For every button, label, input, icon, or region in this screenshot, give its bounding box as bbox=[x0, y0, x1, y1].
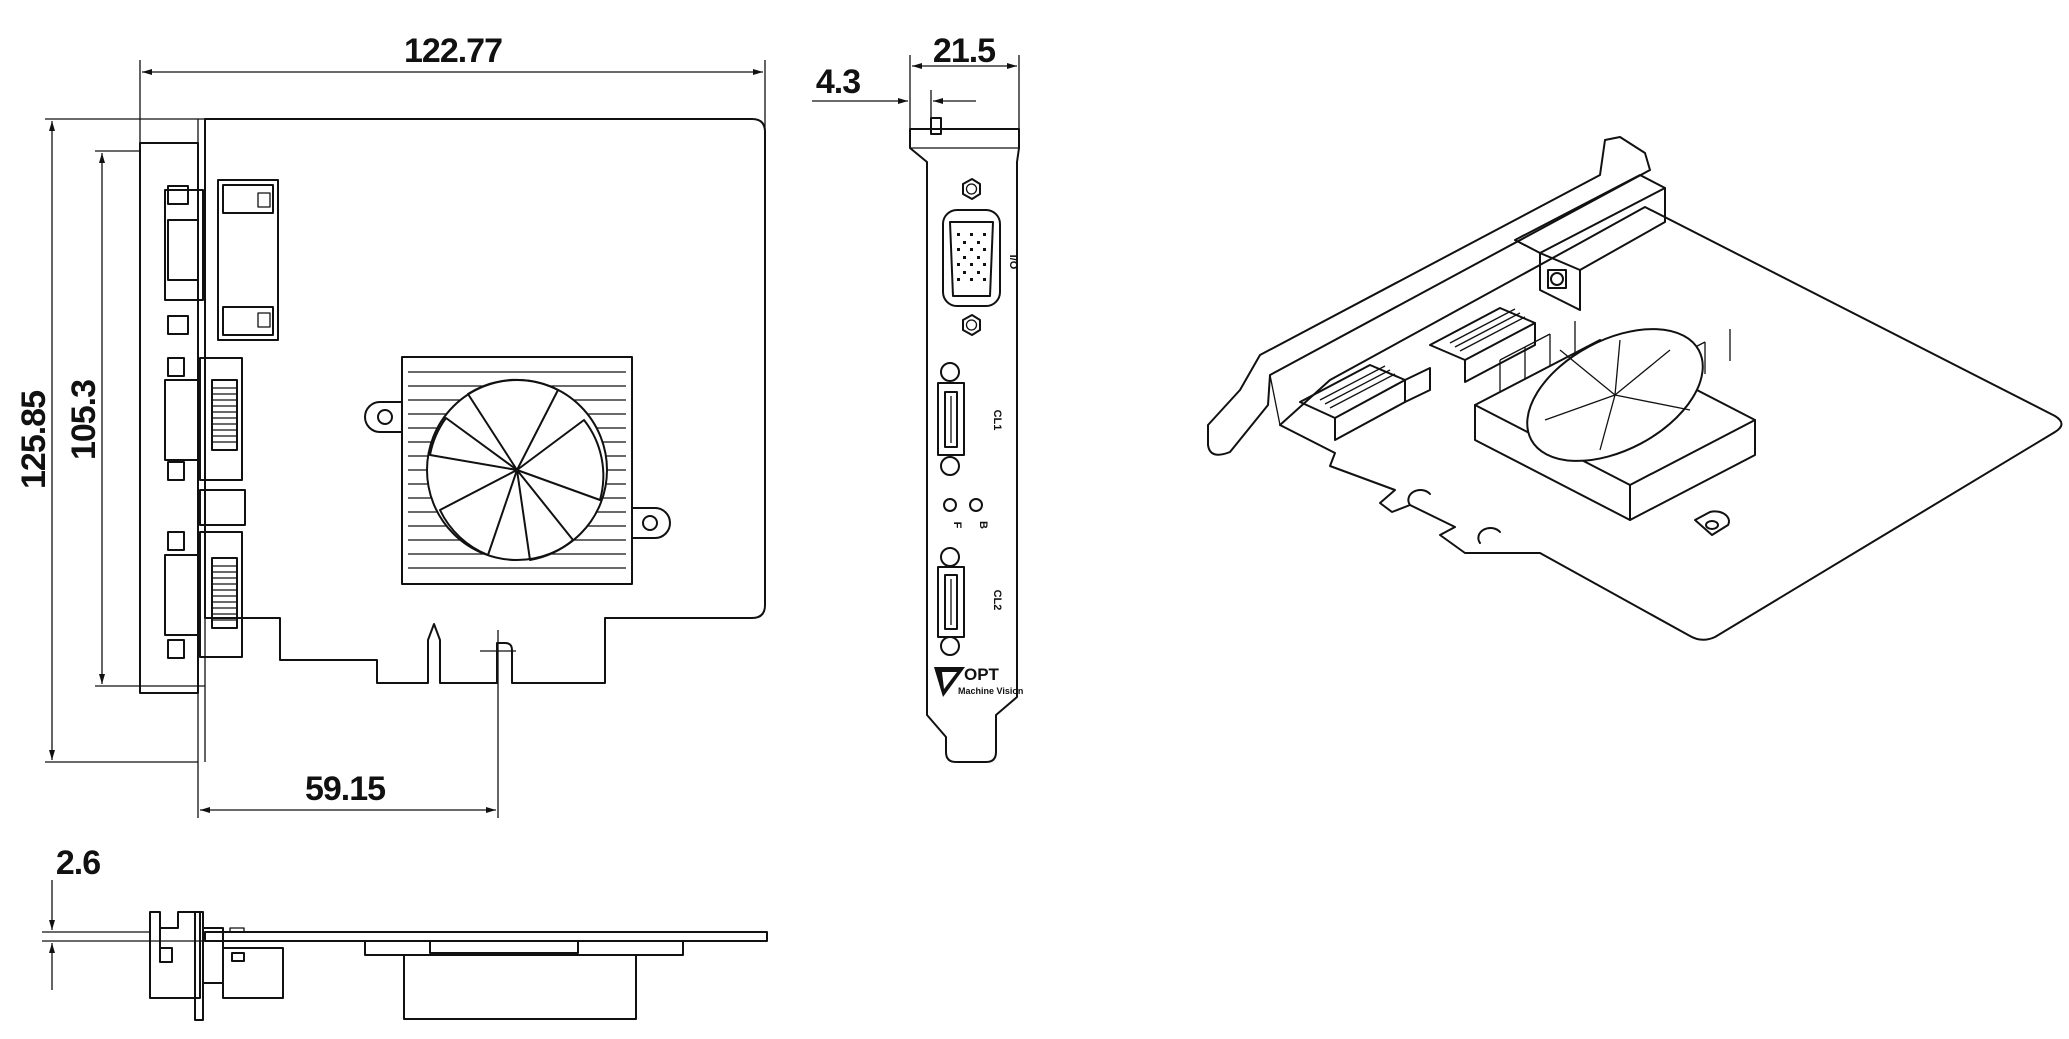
fan-blades bbox=[429, 378, 605, 561]
cl1-connector-bracket: CL1 bbox=[937, 362, 1003, 476]
heatsink-front bbox=[364, 356, 671, 585]
side-view: 2.6 bbox=[42, 844, 768, 1021]
label-cl1: CL1 bbox=[991, 410, 1003, 431]
bracket-view: I/O CL1 F B CL2 bbox=[812, 32, 1023, 763]
logo-brand: OPT bbox=[964, 665, 1000, 684]
label-cl2: CL2 bbox=[991, 590, 1003, 611]
led-block-front bbox=[199, 489, 246, 526]
dim-bracket-width: 21.5 bbox=[933, 32, 995, 70]
iso-io-connector bbox=[1514, 174, 1666, 311]
io-connector-bracket: I/O bbox=[942, 178, 1019, 336]
cl2-connector-front bbox=[164, 531, 243, 659]
led-f-indicator bbox=[943, 498, 957, 512]
opt-logo: OPT Machine Vision bbox=[934, 665, 1023, 697]
dim-total-length: 122.77 bbox=[404, 32, 502, 70]
front-view: 122.77 125.85 105.3 59.15 bbox=[15, 32, 766, 818]
pcb-outline bbox=[204, 118, 766, 684]
label-io: I/O bbox=[1007, 255, 1019, 270]
isometric-view bbox=[1207, 136, 2063, 641]
label-led-b: B bbox=[977, 521, 989, 529]
bracket-outline bbox=[909, 128, 1020, 763]
side-heatsink bbox=[403, 954, 637, 1020]
dim-board-height: 105.3 bbox=[65, 380, 103, 460]
io-connector-front bbox=[164, 179, 279, 341]
cl1-connector-front bbox=[164, 357, 243, 481]
led-indicators: F B bbox=[943, 498, 989, 529]
label-led-f: F bbox=[951, 522, 963, 529]
dim-offset-length: 59.15 bbox=[305, 770, 385, 808]
logo-tagline: Machine Vision bbox=[958, 686, 1023, 696]
led-b-indicator bbox=[969, 498, 983, 512]
dim-total-height: 125.85 bbox=[15, 391, 53, 489]
dim-side-thickness: 2.6 bbox=[56, 844, 100, 882]
iso-bracket bbox=[1207, 136, 1651, 456]
cl2-connector-bracket: CL2 bbox=[937, 547, 1003, 656]
iso-pcb bbox=[1279, 206, 2063, 641]
opt-logo-mark bbox=[934, 667, 965, 697]
dim-bracket-offset: 4.3 bbox=[816, 63, 860, 101]
side-pcb bbox=[204, 931, 768, 942]
iso-heatsink bbox=[1474, 321, 1756, 536]
side-bracket-profile bbox=[149, 911, 201, 999]
